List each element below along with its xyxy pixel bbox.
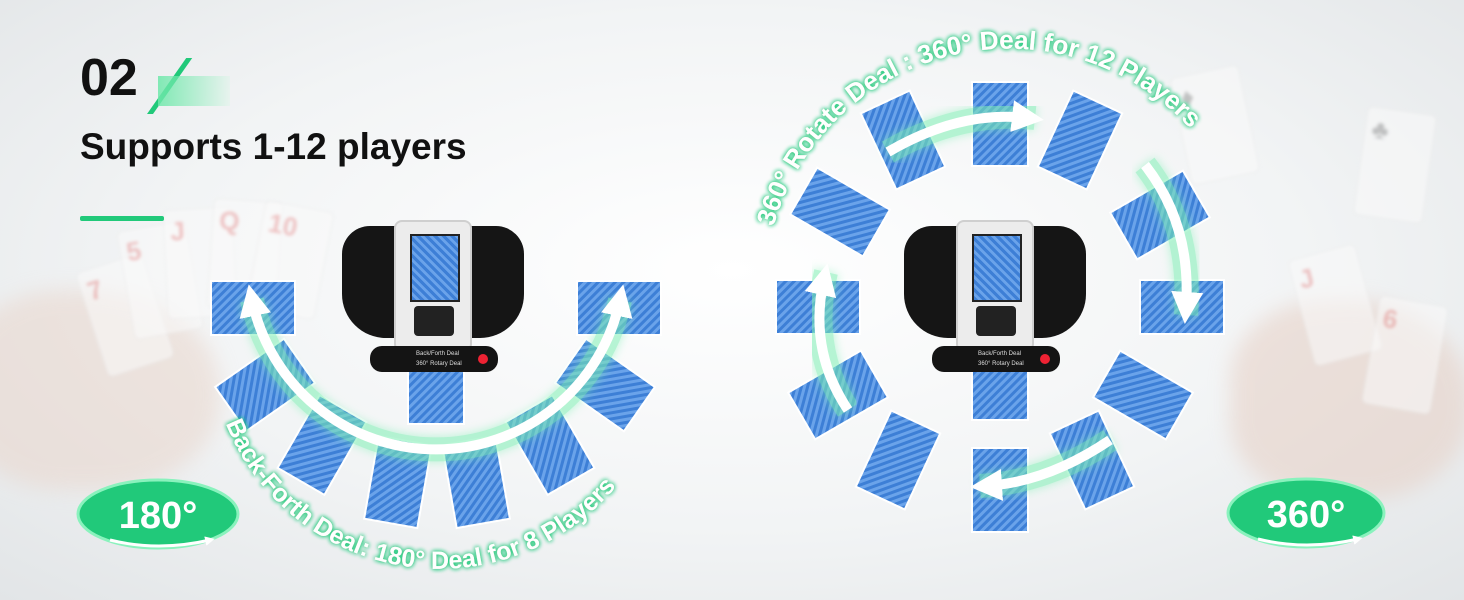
dealt-card: [854, 409, 942, 511]
arrow-360-bottom: [970, 435, 1113, 501]
heading-accent-bar: [158, 76, 230, 106]
dealt-card: [1091, 349, 1195, 441]
dealt-card: [553, 337, 657, 433]
panel-label-back-forth: Back/Forth Deal: [978, 351, 1022, 357]
control-panel: Back/Forth Deal 360° Rotary Deal: [370, 346, 498, 372]
dealt-card: [1036, 89, 1124, 191]
arc-arrow-180: [239, 284, 633, 455]
badge-180-label: 180°: [119, 495, 198, 537]
badge-180: 180°: [76, 478, 240, 550]
arrow-360-top: [885, 100, 1044, 157]
panel-label-rotary: 360° Rotary Deal: [978, 361, 1024, 367]
card-dealer-machine-360: Back/Forth Deal 360° Rotary Deal: [904, 220, 1086, 376]
arrow-360-right: [1141, 161, 1204, 324]
machine-keypad: [414, 306, 454, 336]
control-panel: Back/Forth Deal 360° Rotary Deal: [932, 346, 1060, 372]
badge-360-label: 360°: [1267, 494, 1346, 536]
arrow-360-left: [804, 263, 853, 413]
machine-body: [394, 220, 472, 352]
section-title: Supports 1-12 players: [80, 126, 467, 167]
machine-body: [956, 220, 1034, 352]
panel-label-rotary: 360° Rotary Deal: [416, 361, 462, 367]
cards-360: [775, 81, 1225, 533]
badge-360: 360°: [1226, 477, 1386, 549]
card-slot: [972, 234, 1022, 302]
section-number: 02: [80, 49, 138, 107]
machine-keypad: [976, 306, 1016, 336]
dealt-card: [788, 166, 892, 258]
power-button-icon: [478, 354, 488, 364]
card-dealer-machine-180: Back/Forth Deal 360° Rotary Deal: [342, 220, 524, 376]
heading-divider: [80, 216, 164, 221]
card-slot: [410, 234, 460, 302]
panel-label-back-forth: Back/Forth Deal: [416, 351, 460, 357]
power-button-icon: [1040, 354, 1050, 364]
